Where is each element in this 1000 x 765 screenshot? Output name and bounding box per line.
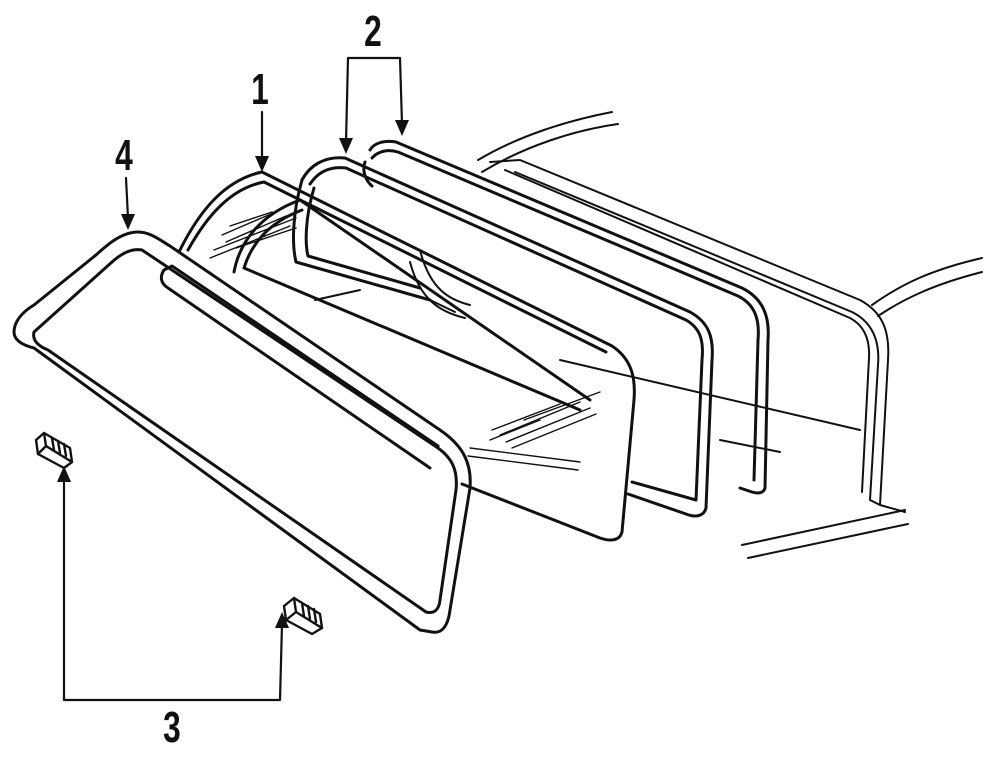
arrowheads	[57, 120, 409, 628]
defroster-grid-lines	[209, 209, 601, 471]
leader-line-3	[62, 476, 284, 702]
leader-line-2	[344, 56, 404, 144]
callout-leaders	[62, 56, 404, 702]
part-1-rear-glass	[178, 170, 636, 542]
arrowhead-3b	[275, 612, 289, 628]
part-3-clip-right	[282, 596, 324, 636]
callout-label-2: 2	[364, 7, 382, 56]
part-2-front-molding	[292, 156, 714, 518]
part-4-outer-molding	[12, 230, 472, 634]
callout-label-3: 3	[163, 703, 181, 752]
arrowhead-2b	[395, 120, 409, 136]
arrowhead-3a	[57, 466, 71, 482]
part-3-clip-left	[34, 431, 74, 470]
vehicle-body-outline	[314, 111, 983, 559]
arrowhead-2a	[339, 138, 353, 154]
arrowhead-4	[121, 214, 135, 230]
callout-label-1: 1	[251, 65, 269, 114]
arrowhead-1	[255, 156, 269, 172]
leader-line-4	[124, 176, 130, 220]
callout-label-4: 4	[115, 131, 133, 180]
